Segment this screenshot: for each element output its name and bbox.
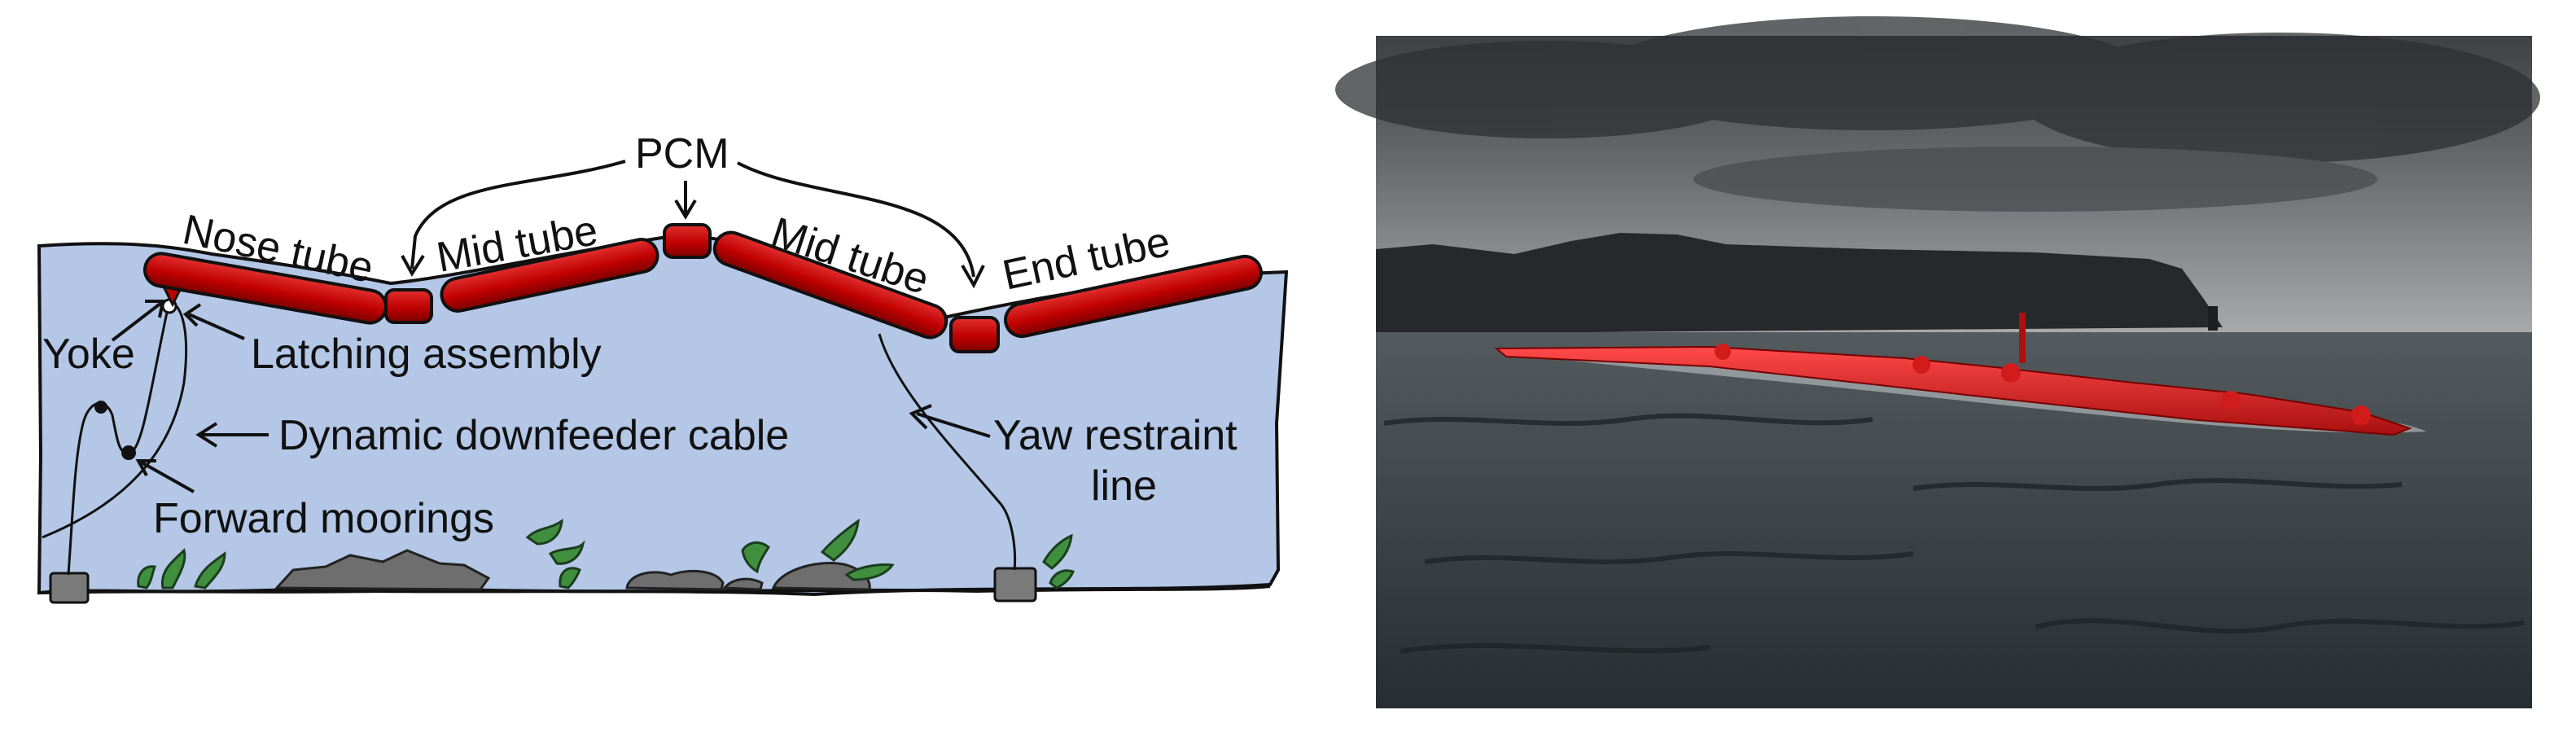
device-joint <box>1715 344 1731 360</box>
pelamis-device <box>1494 313 2426 436</box>
clouds <box>1335 16 2540 212</box>
wave-energy-diagram: PCM Nose tube Mid tube Mid tube End tube… <box>37 130 1289 604</box>
sea-stack <box>2208 306 2218 331</box>
device-mast <box>2019 313 2026 363</box>
mid-tube-1 <box>440 238 659 313</box>
device-joint <box>2351 405 2371 425</box>
label-yoke: Yoke <box>42 331 135 378</box>
mooring-chain-link <box>94 401 107 414</box>
device-joint <box>2001 363 2021 383</box>
mooring-chain-link <box>121 445 136 460</box>
tube-sections <box>142 223 1263 353</box>
yaw-restraint-line <box>878 333 1017 571</box>
seaweed <box>137 518 1075 589</box>
label-latching-assembly: Latching assembly <box>251 331 602 378</box>
label-yaw-line: line <box>1091 462 1157 510</box>
waves <box>1383 413 2525 654</box>
device-joint <box>2221 391 2241 410</box>
pcm-joint-2 <box>663 223 712 259</box>
device-joint <box>1912 356 1930 374</box>
label-arrows <box>111 300 991 493</box>
photo-frame <box>1335 16 2540 708</box>
pcm-joint-1 <box>384 288 433 324</box>
device-body <box>1494 345 2412 436</box>
seabed-line <box>38 585 1271 594</box>
forward-mooring-line <box>67 300 171 576</box>
cliff-headland <box>1376 233 2223 334</box>
label-forward-moorings: Forward moorings <box>153 495 494 542</box>
label-downfeeder-cable: Dynamic downfeeder cable <box>278 412 789 459</box>
mid-tube-2 <box>712 230 948 340</box>
end-tube <box>1004 254 1263 339</box>
pcm-arrows <box>401 160 985 289</box>
mooring-lines <box>42 300 1017 576</box>
seabed-rocks <box>274 549 871 591</box>
pcm-joint-3 <box>949 316 1000 353</box>
label-yaw-restraint: Yaw restraint <box>993 412 1238 459</box>
downfeeder-cable <box>42 300 188 539</box>
label-pcm: PCM <box>635 130 729 177</box>
